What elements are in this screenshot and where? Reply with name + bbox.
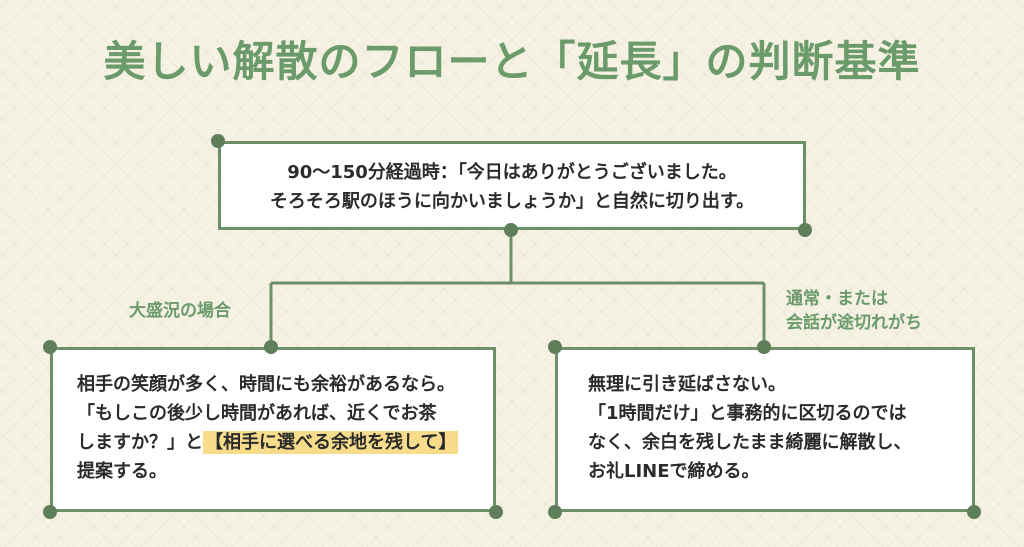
right-branch-box: 無理に引き延ばさない。 「1時間だけ」と事務的に区切るのでは なく、余白を残した… [555,347,975,512]
top-step-box: 90〜150分経過時：「今日はありがとうございました。 そろそろ駅のほうに向かい… [218,141,806,230]
left-branch-line-3: しますか？」と【相手に選べる余地を残して】 [77,428,493,457]
left-branch-box: 相手の笑顔が多く、時間にも余裕があるなら。 「もしこの後少し時間があれば、近くで… [50,347,496,512]
dot-left-box-bottom-left [43,505,57,519]
dot-top-box-bottom-right [798,223,812,237]
right-branch-label-line-1: 通常・または [786,289,888,309]
dot-top-box-top-left [211,134,225,148]
right-branch-label: 通常・または 会話が途切れがち [786,287,922,335]
left-branch-line-3-prefix: しますか？」と [77,432,203,453]
top-step-line-2: そろそろ駅のほうに向かいましょうか」と自然に切り出す。 [269,191,755,212]
right-branch-label-line-2: 会話が途切れがち [786,313,922,333]
top-step-line-1: 90〜150分経過時：「今日はありがとうございました。 [287,162,737,183]
dot-left-box-bottom-right [489,505,503,519]
right-branch-line-2: 「1時間だけ」と事務的に区切るのでは [588,403,907,424]
dot-left-box-top-junction [264,340,278,354]
dot-right-box-bottom-right [967,505,981,519]
dot-left-box-top-left [43,340,57,354]
dot-right-box-bottom-left [548,505,562,519]
left-branch-label: 大盛況の場合 [129,301,231,321]
right-branch-line-3: なく、余白を残したまま綺麗に解散し、 [588,432,912,453]
page-title: 美しい解散のフローと「延長」の判断基準 [103,37,921,86]
left-branch-line-4: 提案する。 [77,461,167,482]
left-branch-line-1: 相手の笑顔が多く、時間にも余裕があるなら。 [77,374,455,395]
dot-top-box-bottom-center [504,223,518,237]
dot-right-box-top-junction [757,340,771,354]
highlighted-phrase: 【相手に選べる余地を残して】 [203,431,459,454]
dot-right-box-top-left [548,340,562,354]
left-branch-line-2: 「もしこの後少し時間があれば、近くでお茶 [77,403,437,424]
right-branch-line-1: 無理に引き延ばさない。 [588,374,786,395]
right-branch-line-4: お礼LINEで締める。 [588,461,760,482]
